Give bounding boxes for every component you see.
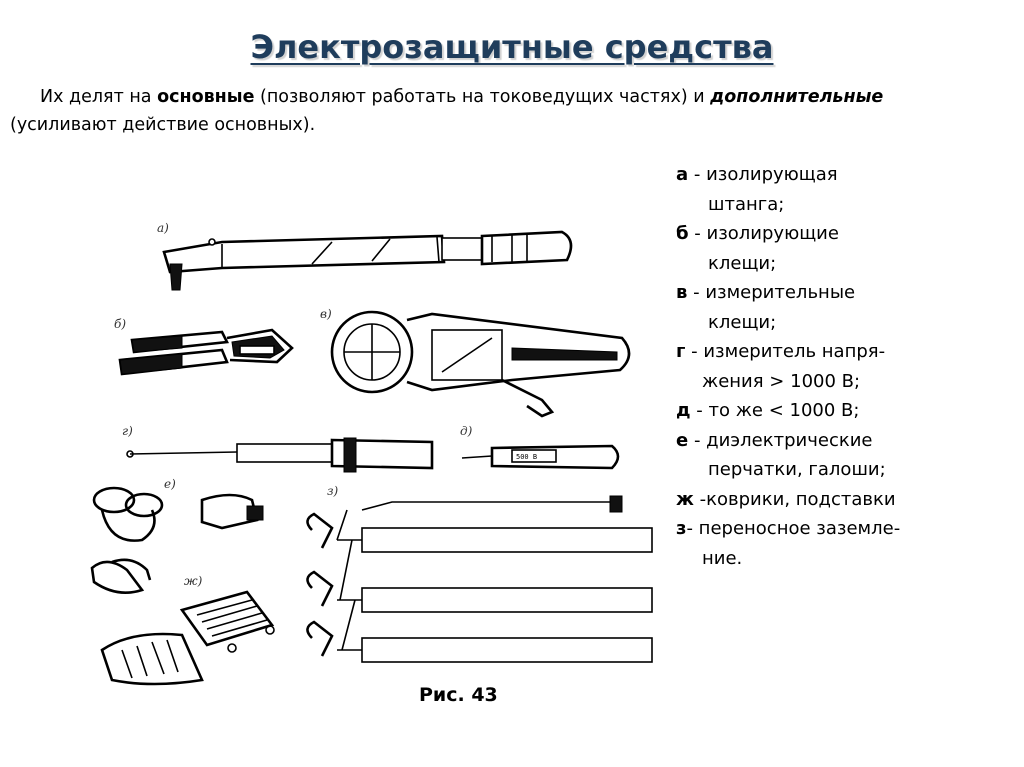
legend-text: клещи; [708,312,776,333]
intro-line-2: (усиливают действие основных). [10,115,315,135]
intro-middle: (позволяют работать на токоведущих частя… [254,87,710,107]
legend-text: - диэлектрические [688,430,872,451]
legend-item-b: б - изолирующие [676,219,976,249]
legend-item-z-cont: ние. [676,544,976,574]
label-g: г) [122,424,133,438]
legend-text: - переносное заземле- [686,518,900,539]
legend-item-a: а - изолирующая [676,160,976,190]
legend-key: б [676,223,689,244]
measuring-clamp-drawing: в) [320,307,629,416]
legend-text: ние. [702,548,742,569]
label-a: а) [157,221,169,235]
legend-item-v: в - измерительные [676,278,976,308]
legend-text: - то же < 1000 В; [691,400,860,421]
label-d: д) [460,424,473,438]
legend-key: ж [676,489,694,510]
intro-main-term: основные [157,87,254,107]
legend-text: жения > 1000 В; [702,371,860,392]
label-e: е) [164,477,176,491]
intro-prefix: Их делят на [40,87,157,107]
portable-grounding-drawing: з) [307,484,652,662]
legend-text: - изолирующие [689,223,839,244]
intro-line-1: Их делят на основные (позволяют работать… [10,83,1014,111]
voltage-indicator-high-drawing: г) [122,424,432,472]
insulating-pliers-drawing: б) [114,317,292,374]
legend-text: - измеритель напря- [685,341,885,362]
legend-item-a-cont: штанга; [676,190,976,220]
label-z: з) [327,484,339,498]
legend-text: клещи; [708,253,776,274]
legend-item-b-cont: клещи; [676,249,976,279]
gloves-galoshes-drawing: е) [92,477,263,593]
legend-key: а [676,164,688,185]
legend-item-g: г - измеритель напря- [676,337,976,367]
legend-text: - измерительные [687,282,855,303]
label-zh: ж) [184,574,203,588]
legend-key: г [676,341,685,362]
insulating-rod-drawing: а) [157,221,571,290]
legend-key: д [676,400,691,421]
page-title: Электрозащитные средства [0,28,1024,66]
legend-text: -коврики, подставки [694,489,896,510]
legend-item-d: д - то же < 1000 В; [676,396,976,426]
legend-text: перчатки, галоши; [708,459,886,480]
protective-equipment-figure: а) б) в) [72,210,672,690]
intro-paragraph: Их делят на основные (позволяют работать… [10,83,1014,139]
label-b: б) [114,317,126,331]
figure-caption: Рис. 43 [419,684,498,706]
legend-key: в [676,282,687,303]
legend-item-g-cont: жения > 1000 В; [676,367,976,397]
legend-key: з [676,518,686,539]
mats-stands-drawing: ж) [102,574,274,684]
voltage-indicator-low-drawing: д) 500 В [460,424,618,468]
meter-mark: 500 В [516,453,537,461]
legend-key: е [676,430,688,451]
legend-item-z: з- переносное заземле- [676,514,976,544]
label-v: в) [320,307,332,321]
legend-item-e: е - диэлектрические [676,426,976,456]
legend-item-e-cont: перчатки, галоши; [676,455,976,485]
legend-text: штанга; [708,194,784,215]
legend-item-v-cont: клещи; [676,308,976,338]
legend-item-zh: ж -коврики, подставки [676,485,976,515]
legend-text: - изолирующая [688,164,837,185]
intro-additional-term: дополнительные [710,87,883,107]
figure-legend: а - изолирующая штанга; б - изолирующие … [676,160,976,573]
